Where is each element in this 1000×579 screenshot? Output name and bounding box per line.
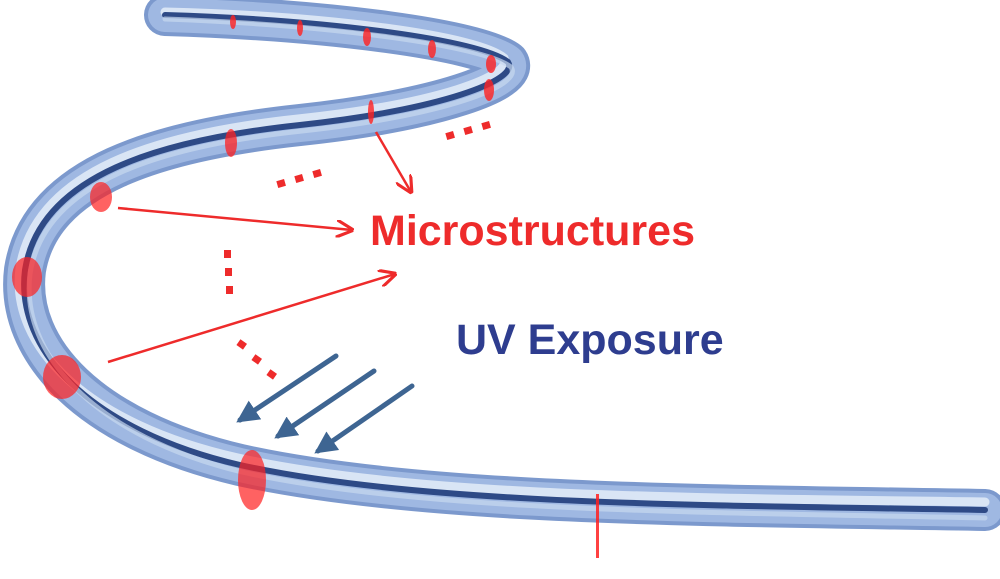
arrow-top (374, 131, 411, 192)
ellipsis-dots (224, 121, 491, 380)
dots-mid (276, 179, 286, 188)
dots-diagonal (266, 369, 277, 380)
microstructure-mark (12, 257, 42, 297)
microstructure-mark (486, 55, 496, 73)
uv-arrow (314, 383, 415, 454)
arrow-middle (117, 206, 352, 230)
dots-vertical (225, 268, 232, 276)
microstructure-mark (43, 355, 81, 399)
dots-vertical (224, 250, 231, 258)
microstructure-mark (225, 129, 237, 157)
microstructure-mark (596, 494, 599, 558)
dots-upper-right (445, 131, 455, 140)
optical-fiber (3, 0, 1000, 531)
microstructure-mark (297, 20, 303, 36)
dots-diagonal (251, 354, 262, 365)
arrow-lower (107, 274, 395, 364)
microstructure-mark (363, 28, 371, 46)
dots-mid (312, 169, 322, 178)
fiber-lower-shade (26, 16, 988, 521)
microstructure-mark (484, 79, 494, 101)
dots-upper-right (481, 121, 491, 130)
fiber-core (21, 12, 988, 513)
uv-arrow (274, 368, 377, 439)
microstructure-mark (238, 450, 266, 510)
microstructure-mark (428, 40, 436, 58)
microstructure-marks (12, 15, 599, 558)
microstructure-arrows (107, 131, 411, 364)
dots-diagonal (236, 339, 247, 350)
microstructure-mark (90, 182, 112, 212)
microstructure-mark (368, 100, 374, 124)
microstructure-mark (230, 15, 236, 29)
dots-vertical (226, 286, 233, 294)
dots-mid (294, 174, 304, 183)
microstructures-label: Microstructures (370, 207, 695, 255)
uv-arrow (236, 353, 339, 423)
uv-arrows (236, 353, 415, 454)
dots-upper-right (463, 126, 473, 135)
uv-exposure-label: UV Exposure (456, 316, 724, 364)
